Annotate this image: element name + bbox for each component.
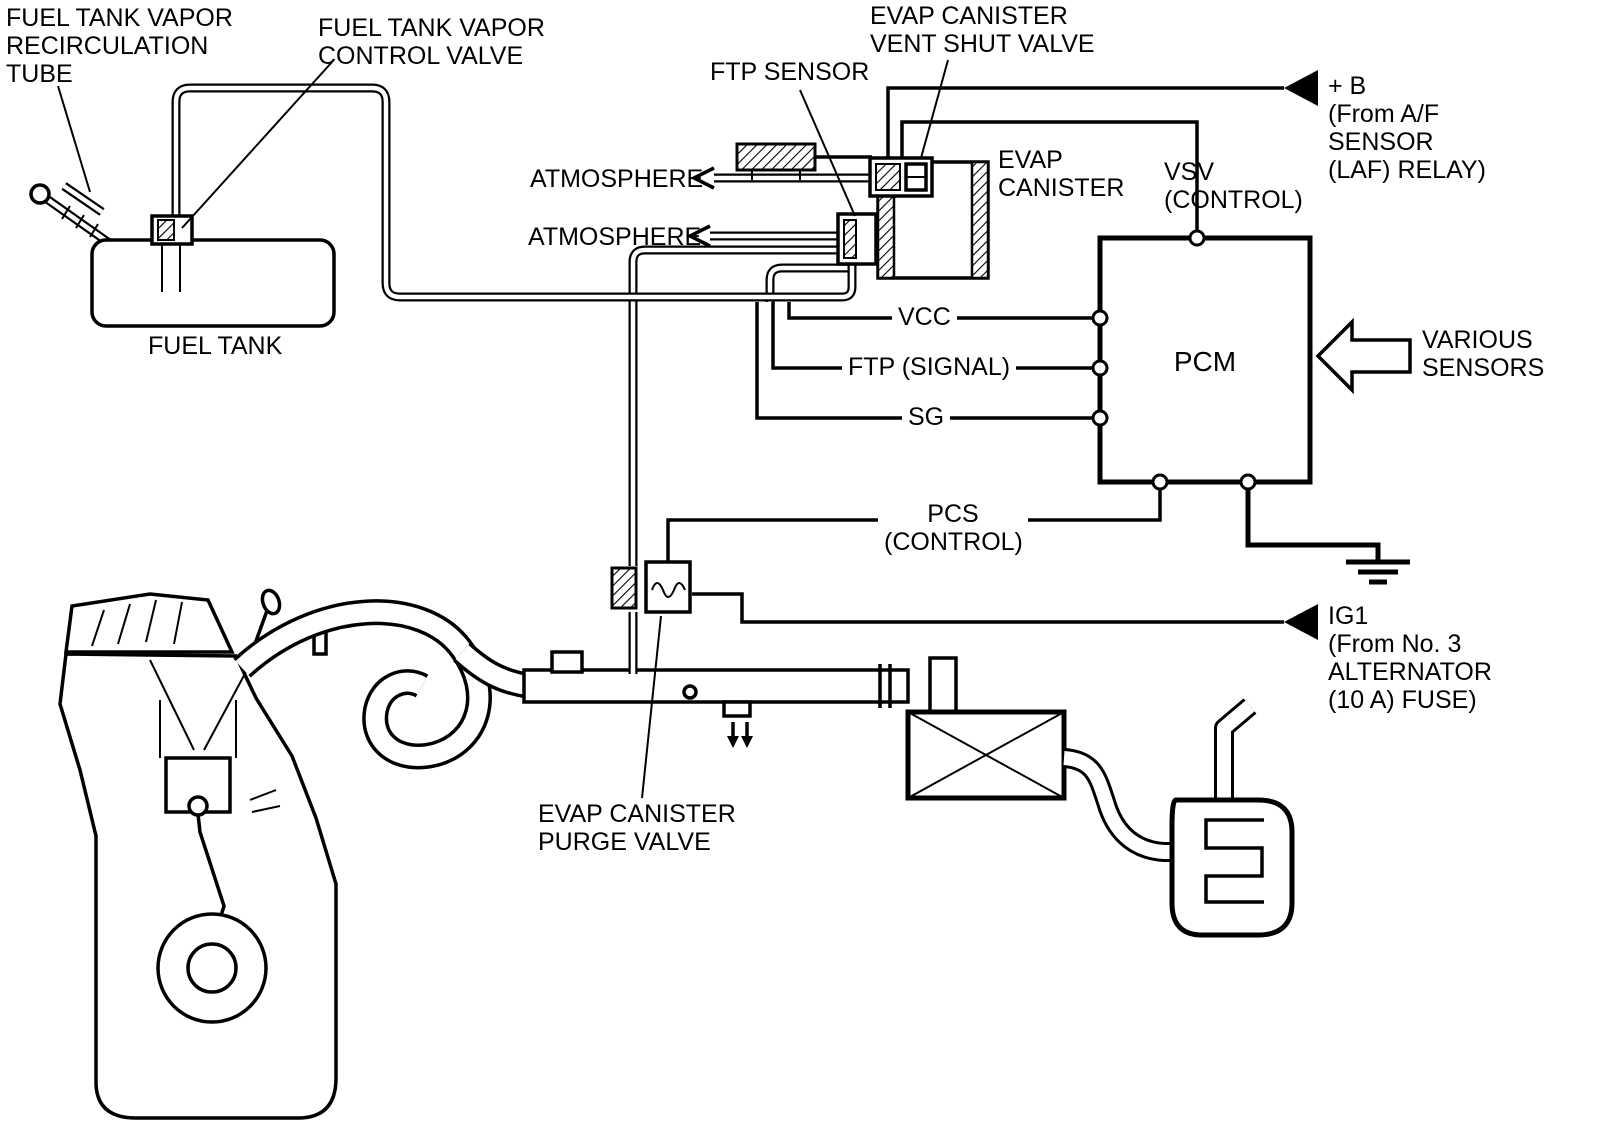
intake-sensor (928, 656, 958, 716)
atmosphere-arrow-2 (686, 224, 711, 248)
label-evap-canister: EVAP CANISTER (998, 146, 1125, 202)
intake-runner (233, 599, 533, 770)
label-atmosphere-1: ATMOSPHERE (530, 165, 704, 193)
vent-filter (735, 142, 817, 172)
dipstick-handle (260, 588, 282, 616)
pipe-port (722, 700, 752, 718)
pcm-box (1097, 235, 1313, 485)
intake-piping (522, 650, 1295, 938)
label-purge-valve: EVAP CANISTER PURGE VALVE (538, 800, 736, 856)
fuel-tank-assembly (29, 182, 336, 328)
label-ftp-signal: FTP (SIGNAL) (842, 353, 1017, 381)
label-vent-shut-valve: EVAP CANISTER VENT SHUT VALVE (870, 2, 1095, 58)
evap-canister-assembly (836, 156, 990, 280)
label-fuel-tank: FUEL TANK (148, 332, 283, 360)
label-ftp-sensor: FTP SENSOR (710, 58, 870, 86)
fuel-tank-body (90, 238, 336, 328)
label-vsv-control: VSV (CONTROL) (1164, 158, 1303, 214)
vcc-wire (787, 302, 1094, 320)
label-pcs-control: PCS (CONTROL) (878, 500, 1028, 556)
label-vcc: VCC (892, 303, 957, 331)
label-plus-b: + B (From A/F SENSOR (LAF) RELAY) (1328, 72, 1486, 184)
label-atmosphere-2: ATMOSPHERE (528, 223, 702, 251)
label-pcm: PCM (1173, 346, 1237, 377)
ig1-wire (692, 592, 1284, 624)
ground-wire (1245, 488, 1381, 560)
plus-b-arrow (1284, 70, 1318, 106)
purge-valve-port (610, 566, 638, 610)
sg-wire (755, 302, 1094, 420)
various-sensors-arrow (1315, 317, 1412, 395)
leader-lines (57, 59, 949, 799)
label-recirculation-tube: FUEL TANK VAPOR RECIRCULATION TUBE (6, 4, 233, 88)
pipe-nipple (550, 650, 584, 674)
intake-pipe (522, 668, 910, 704)
label-sg: SG (902, 403, 951, 431)
label-ig1: IG1 (From No. 3 ALTERNATOR (10 A) FUSE) (1328, 602, 1492, 714)
ground-symbol (1346, 559, 1410, 585)
engine-art (58, 588, 338, 1120)
purge-valve-assembly (610, 560, 692, 614)
vapor-tubes (171, 83, 872, 674)
pcm-block (1091, 229, 1412, 491)
plus-b-wire (886, 86, 1284, 158)
label-various-sensors: VARIOUS SENSORS (1422, 326, 1545, 382)
atmosphere-arrow-1 (690, 166, 715, 190)
filler-cap (29, 183, 51, 205)
tank-control-valve (150, 214, 194, 246)
ig1-arrow (1284, 604, 1318, 640)
vsv-wire (900, 120, 1199, 232)
label-control-valve: FUEL TANK VAPOR CONTROL VALVE (318, 14, 545, 70)
valve-cover (64, 592, 235, 654)
